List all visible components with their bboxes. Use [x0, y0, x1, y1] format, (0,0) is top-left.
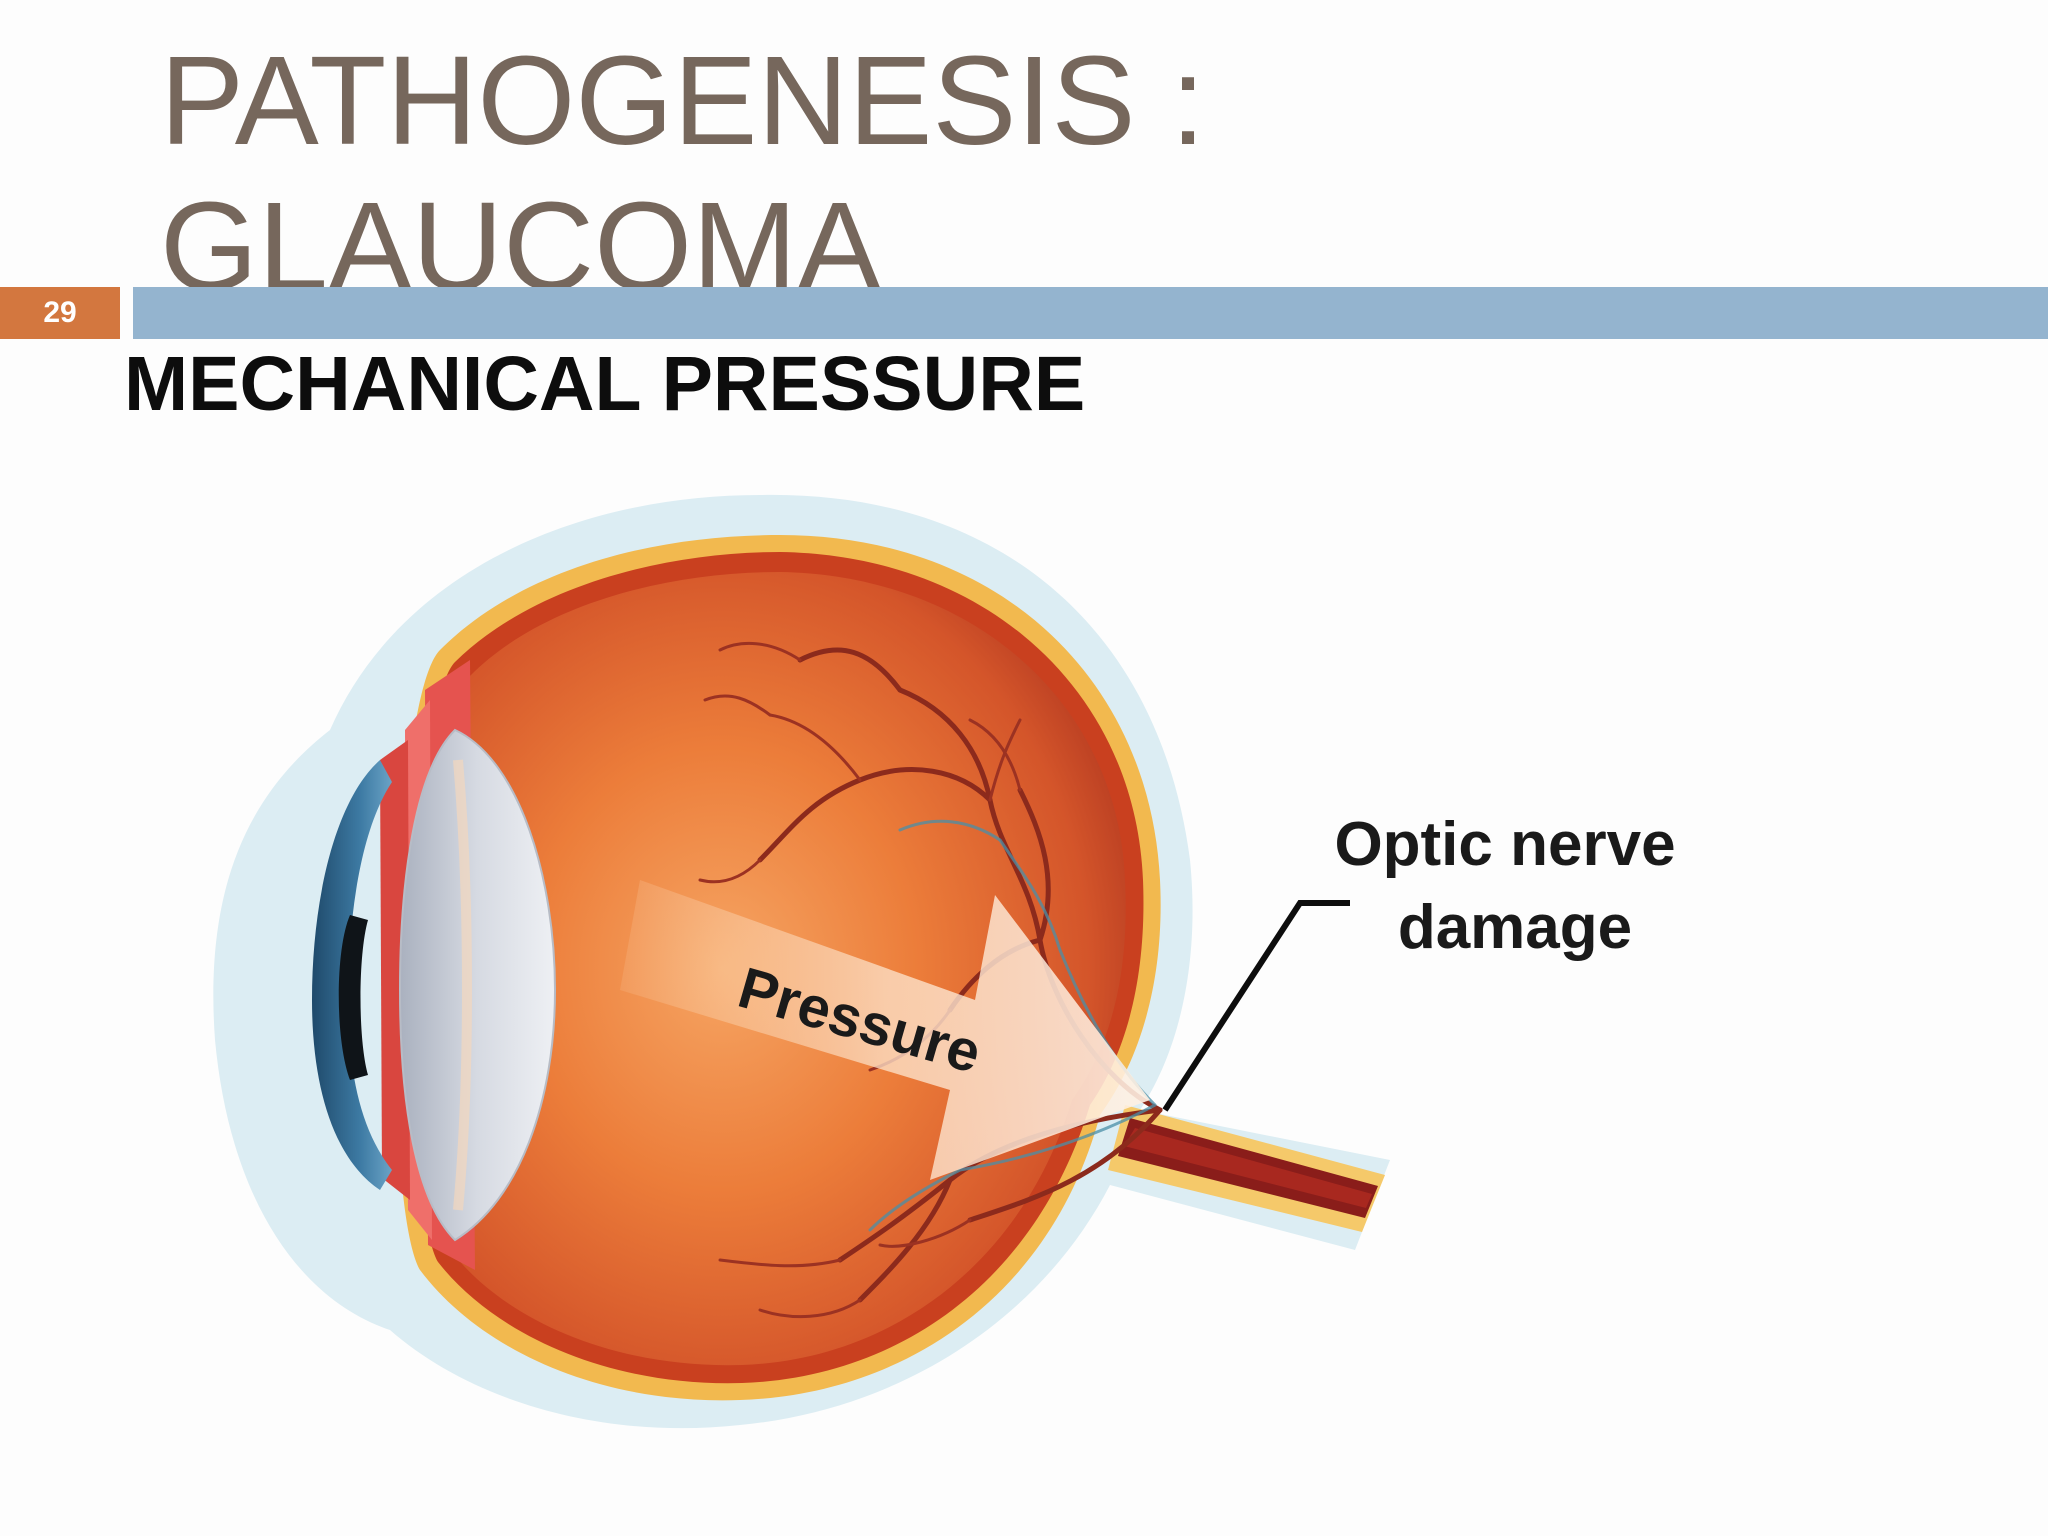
slide-number-badge: 29: [0, 287, 120, 339]
slide-subtitle: MECHANICAL PRESSURE: [124, 341, 1086, 427]
lens: [398, 728, 557, 1242]
optic-nerve-leader-line: [1162, 900, 1350, 1112]
title-divider-bar: [133, 287, 2048, 339]
optic-nerve-label: Optic nerve damage: [1334, 810, 1675, 962]
optic-label-line-2: damage: [1398, 893, 1632, 962]
cornea: [312, 760, 392, 1190]
optic-label-line-1: Optic nerve: [1334, 810, 1675, 879]
title-line-1: PATHOGENESIS :: [160, 30, 1206, 171]
slide-title: PATHOGENESIS : GLAUCOMA: [160, 28, 1206, 320]
optic-nerve: [1108, 1105, 1385, 1232]
